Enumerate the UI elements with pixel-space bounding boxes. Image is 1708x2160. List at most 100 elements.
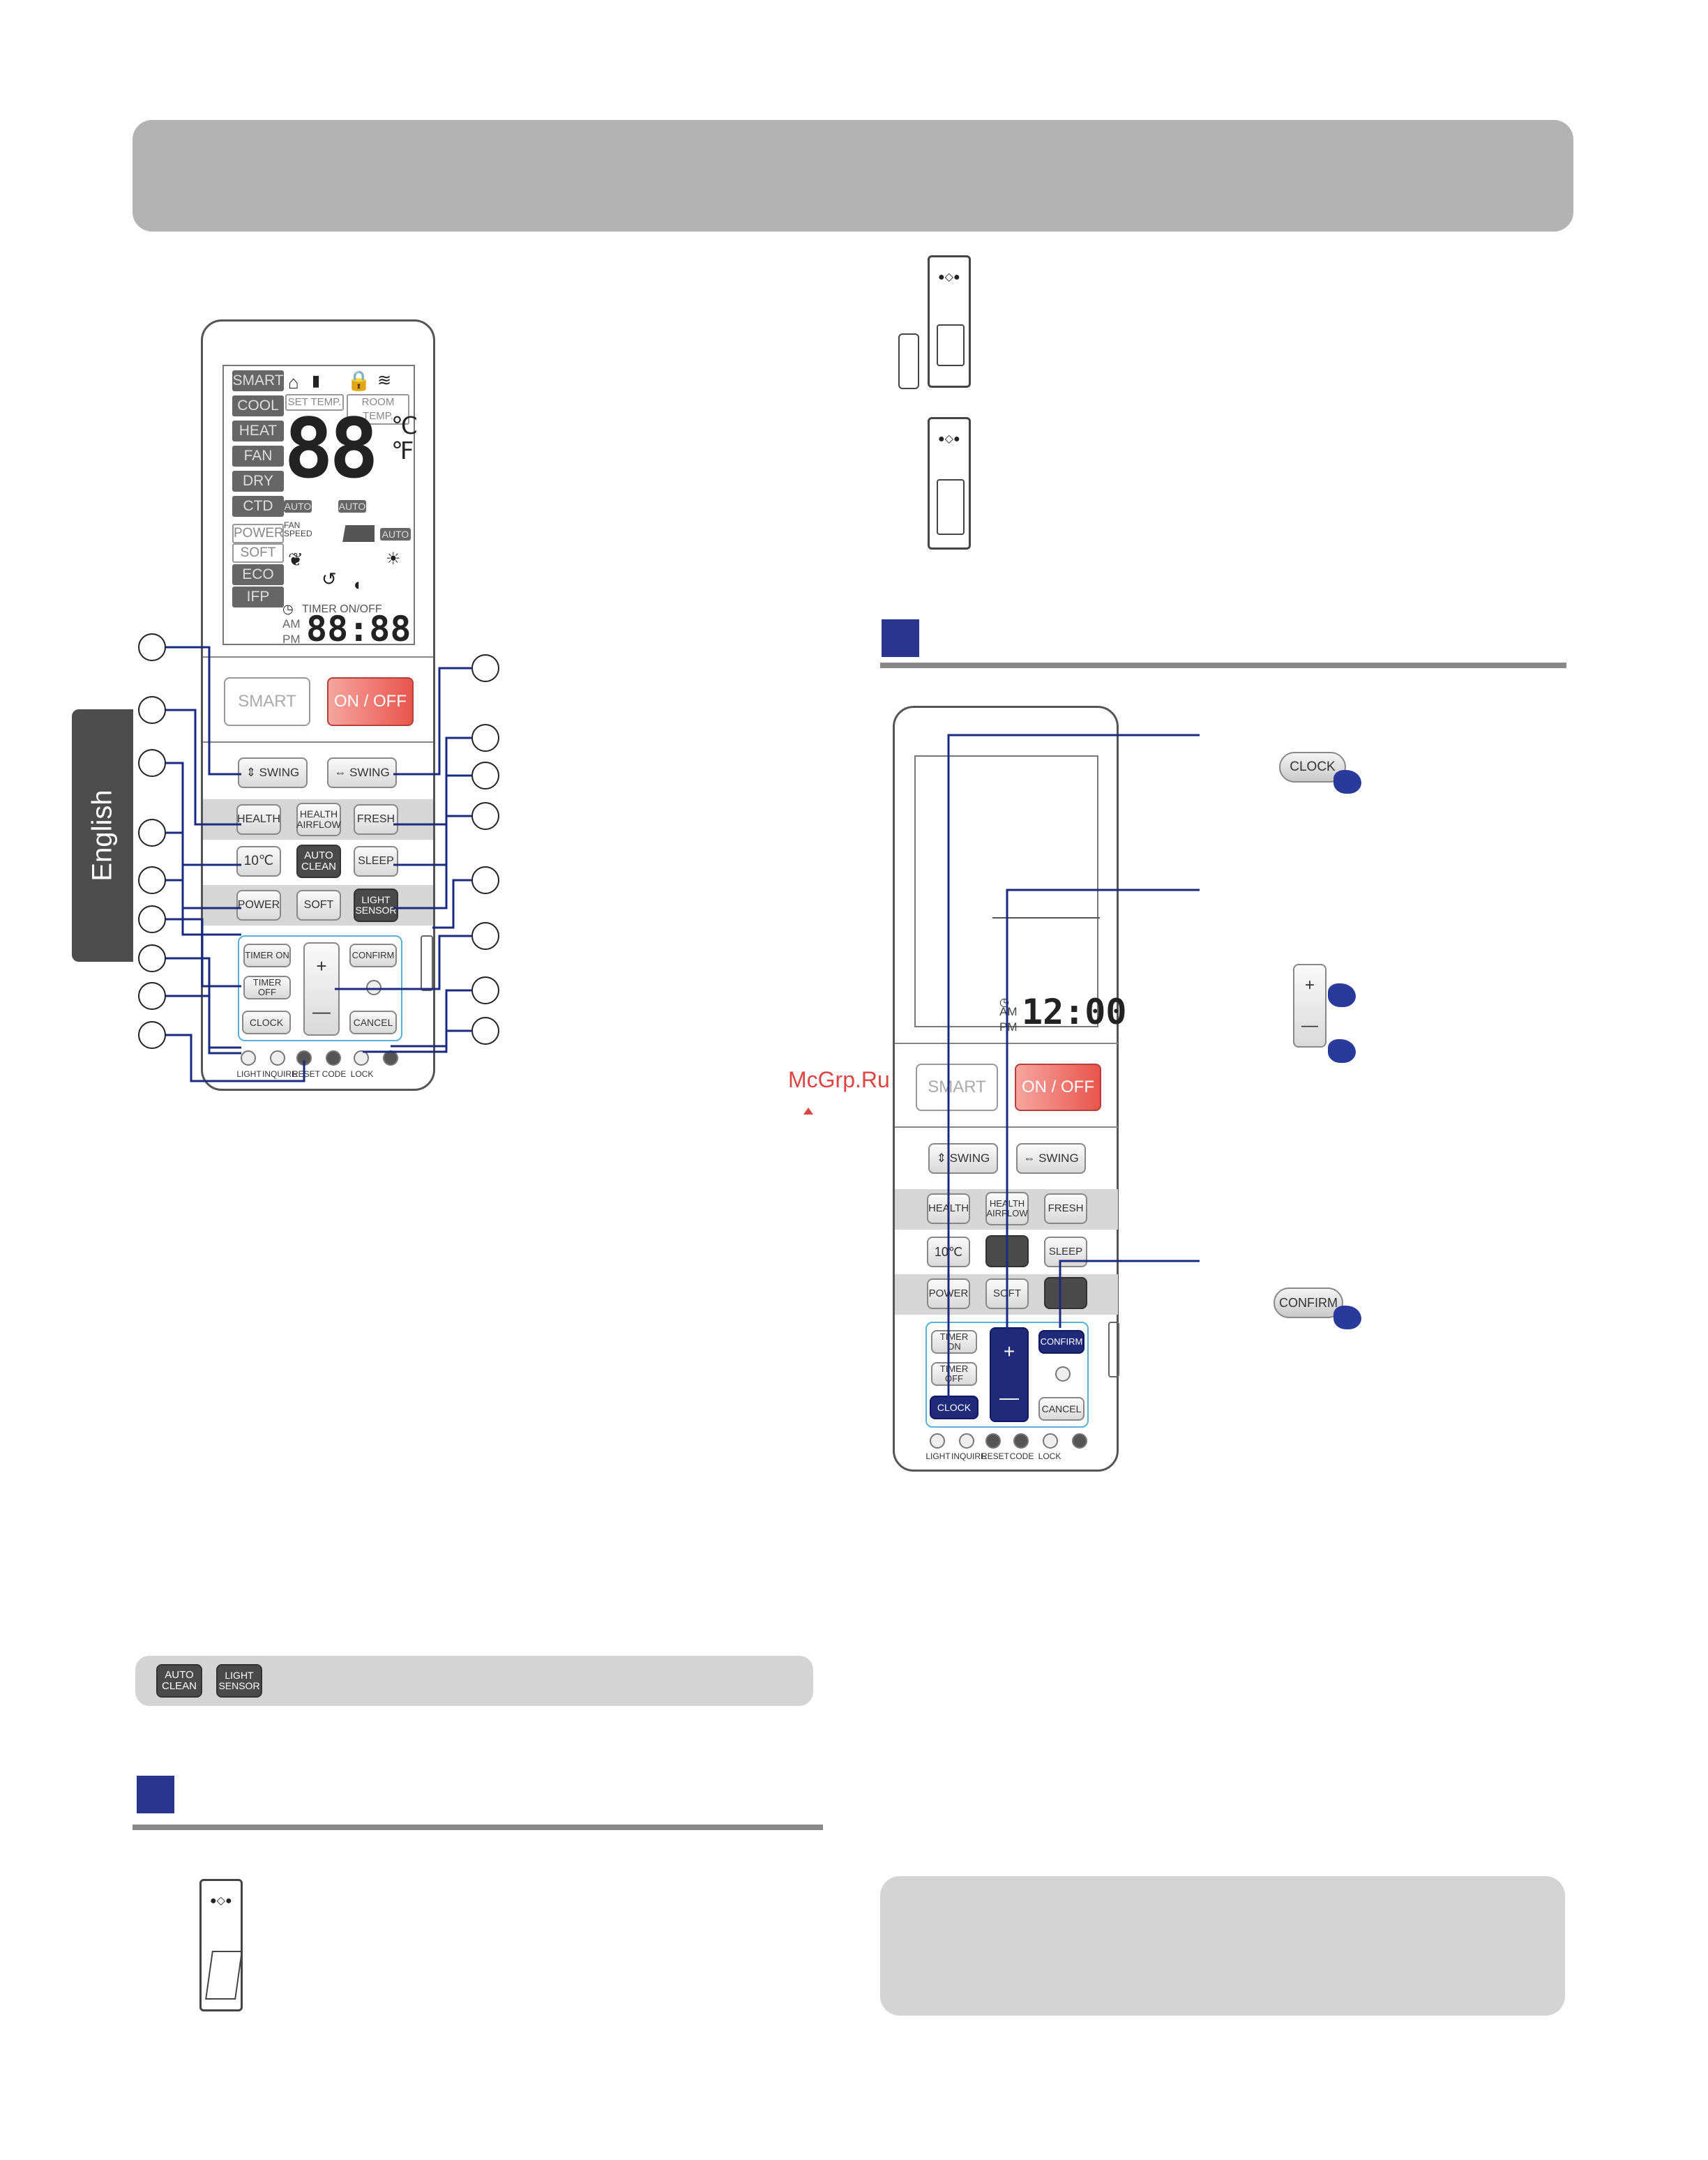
callout-14 [471,866,499,894]
fresh-button[interactable]: FRESH [1044,1193,1087,1224]
battery-icon [898,333,919,389]
step-plus-minus: + — [1293,964,1327,1048]
callout-5 [138,866,166,894]
onoff-button[interactable]: ON / OFF [1015,1064,1101,1111]
10c-button[interactable]: 10℃ [236,846,281,877]
light-sensor-button[interactable]: LIGHT SENSOR [354,889,398,922]
label-light: LIGHT [925,1451,951,1461]
swing-vertical-button[interactable]: ⇕ SWING [928,1143,998,1174]
side-slot [421,935,433,991]
clock-button[interactable]: CLOCK [242,1011,291,1034]
lcd-mode-dry: DRY [232,471,284,492]
health-icon: ↺ [322,568,337,589]
light-hole[interactable] [241,1050,256,1066]
confirm-button-highlighted[interactable]: CONFIRM [1038,1330,1084,1354]
label-lock: LOCK [350,1069,374,1079]
watermark: McGrp.Ru [788,1067,890,1092]
lcd-auto-2: AUTO [338,500,366,513]
swing-h-label: SWING [1038,1151,1079,1165]
label-lock: LOCK [1038,1451,1061,1461]
section-rule [880,663,1566,668]
step-clock-button: CLOCK [1279,752,1346,783]
clock-button-highlighted[interactable]: CLOCK [930,1396,978,1419]
clock-icon: ◷ [282,602,294,616]
fresh-button[interactable]: FRESH [354,804,398,835]
light-sensor-button-blank[interactable] [1044,1277,1087,1309]
callout-10 [471,654,499,682]
degree-unit-icon: ℃℉ [391,413,418,465]
leaf-icon: ❦ [288,549,303,570]
extra-hole [1072,1433,1087,1449]
callout-7 [138,944,166,972]
header-band [133,120,1573,232]
plus-minus-rocker[interactable]: + — [303,942,340,1036]
sensor-icon: ●◇● [938,271,960,283]
lcd-feature-soft: SOFT [232,543,284,563]
swing-horizontal-button[interactable]: ⇔ SWING [1016,1143,1086,1174]
swing-v-label: SWING [949,1151,990,1165]
lcd-feature-ifp: IFP [232,587,284,607]
lock-hole[interactable] [354,1050,369,1066]
wifi-icon: ≋ [377,371,392,390]
lcd-auto-1: AUTO [284,500,312,513]
sleep-button[interactable]: SLEEP [354,846,398,877]
lcd-am: AM [282,617,301,630]
cancel-button[interactable]: CANCEL [349,1011,397,1034]
plus-label: + [316,955,327,976]
callout-13 [471,802,499,830]
inquire-hole[interactable] [270,1050,285,1066]
callout-6 [138,905,166,933]
timer-on-button[interactable]: TIMER ON [243,944,291,967]
reset-hole[interactable] [985,1433,1001,1449]
minus-label: — [312,1000,331,1022]
indicator-dot [366,980,381,995]
remote-back-open: ●◇● [199,1879,243,2011]
lcd-mode-smart: SMART [232,370,284,391]
lock-icon: 🔒 [347,370,371,391]
cancel-button[interactable]: CANCEL [1038,1397,1084,1421]
lock-hole[interactable] [1043,1433,1058,1449]
swing-horizontal-button[interactable]: ⇔ SWING [327,757,397,788]
plus-minus-rocker-highlighted[interactable]: + — [990,1327,1029,1422]
smart-button[interactable]: SMART [916,1064,998,1111]
callout-8 [138,982,166,1010]
callout-9 [138,1021,166,1049]
note-box [880,1876,1565,2016]
sleep-icon: ◐ [354,575,364,594]
step-plus-label: + [1304,976,1315,995]
light-icon: ☀ [386,550,401,568]
callout-2 [138,696,166,724]
clock-remote-diagram: ◷ AM PM 12:00 SMART ON / OFF ⇕ SWING ⇔ S… [893,706,1127,1472]
pointing-hand-icon [1328,983,1356,1007]
auto-clean-button[interactable]: AUTO CLEAN [296,845,341,878]
power-button[interactable]: POWER [236,890,281,921]
timer-on-button[interactable]: TIMER ON [931,1330,977,1354]
health-button[interactable]: HEALTH [236,804,281,835]
battery-bay-icon [937,324,965,366]
code-hole[interactable] [326,1050,341,1066]
onoff-button[interactable]: ON / OFF [327,677,414,726]
confirm-button[interactable]: CONFIRM [349,944,397,967]
lcd-temp-digits: 88 [284,400,379,497]
smart-button[interactable]: SMART [224,677,310,726]
sleep-button[interactable]: SLEEP [1044,1237,1087,1267]
inquire-hole[interactable] [959,1433,974,1449]
label-reset: RESET [981,1451,1009,1461]
swing-vertical-button[interactable]: ⇕ SWING [238,757,308,788]
code-hole[interactable] [1013,1433,1029,1449]
lcd-set-temp: SET TEMP. [285,394,344,411]
timer-off-button[interactable]: TIMER OFF [243,976,291,999]
light-hole[interactable] [930,1433,945,1449]
soft-button[interactable]: SOFT [296,890,341,921]
section-rule [133,1825,823,1830]
label-reset: RESET [292,1069,320,1079]
lcd-mode-cool: COOL [232,395,284,416]
language-tab[interactable]: English [72,709,133,962]
watermark-caret-icon [803,1108,813,1115]
indicator-dot [1055,1366,1071,1382]
label-inquire: INQUIRE [951,1451,986,1461]
health-airflow-button[interactable]: HEALTH AIRFLOW [296,803,341,836]
lcd-feature-eco: ECO [232,564,284,585]
clock-lcd-pm: PM [999,1020,1018,1034]
